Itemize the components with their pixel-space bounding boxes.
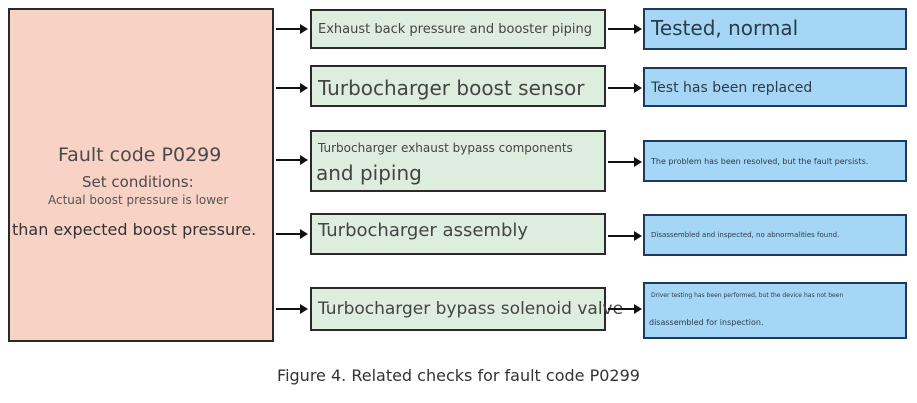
check-label-1: Exhaust back pressure and booster piping	[318, 22, 592, 37]
result-text-2: Test has been replaced	[651, 80, 813, 96]
result-box-4: Disassembled and inspected, no abnormali…	[643, 214, 907, 256]
check-box-1: Exhaust back pressure and booster piping	[310, 9, 606, 49]
arrow-check-to-result-4	[608, 231, 642, 241]
fault-code-title: Fault code P0299	[58, 144, 222, 166]
check-box-3: Turbocharger exhaust bypass components a…	[310, 130, 606, 192]
condition-text-line2: than expected boost pressure.	[12, 220, 257, 239]
condition-text-line1: Actual boost pressure is lower	[48, 193, 229, 207]
result-text-5-line1: Driver testing has been performed, but t…	[651, 292, 844, 299]
figure-caption: Figure 4. Related checks for fault code …	[277, 366, 640, 385]
arrow-fault-to-check-1	[276, 24, 308, 34]
check-box-2: Turbocharger boost sensor	[310, 65, 606, 107]
result-text-4: Disassembled and inspected, no abnormali…	[651, 231, 840, 239]
check-label-3-line2: and piping	[316, 161, 422, 185]
arrow-fault-to-check-2	[276, 83, 308, 93]
check-label-5: Turbocharger bypass solenoid valve	[318, 299, 624, 319]
result-box-5: Driver testing has been performed, but t…	[643, 282, 907, 339]
fault-code-box: Fault code P0299 Set conditions: Actual …	[8, 8, 274, 342]
arrow-fault-to-check-3	[276, 155, 308, 165]
check-label-4: Turbocharger assembly	[318, 220, 529, 241]
check-label-2: Turbocharger boost sensor	[318, 76, 585, 100]
arrow-fault-to-check-4	[276, 229, 308, 239]
set-conditions-label: Set conditions:	[82, 173, 194, 191]
check-label-3-line1: Turbocharger exhaust bypass components	[318, 141, 573, 155]
result-box-3: The problem has been resolved, but the f…	[643, 140, 907, 182]
arrow-check-to-result-5	[608, 304, 642, 314]
check-box-4: Turbocharger assembly	[310, 213, 606, 255]
arrow-fault-to-check-5	[276, 304, 308, 314]
result-box-2: Test has been replaced	[643, 67, 907, 107]
result-text-3: The problem has been resolved, but the f…	[651, 157, 869, 166]
result-text-1: Tested, normal	[651, 16, 799, 40]
result-text-5-line2: disassembled for inspection.	[649, 318, 764, 327]
arrow-check-to-result-2	[608, 83, 642, 93]
arrow-check-to-result-1	[608, 24, 642, 34]
arrow-check-to-result-3	[608, 157, 642, 167]
result-box-1: Tested, normal	[643, 8, 907, 50]
check-box-5: Turbocharger bypass solenoid valve	[310, 287, 623, 331]
